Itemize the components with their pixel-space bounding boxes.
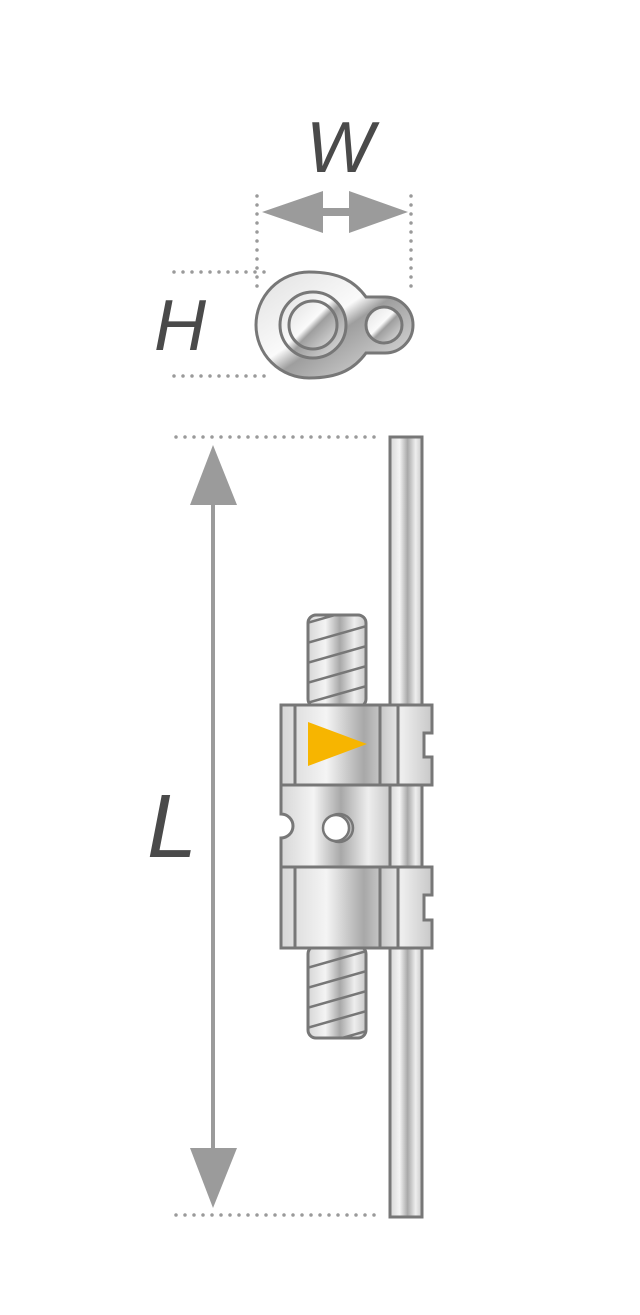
- middle-block: [279, 783, 392, 869]
- height-label: H: [154, 286, 207, 366]
- threaded-screw-top: [306, 613, 368, 709]
- direction-marker-triangle: [308, 722, 367, 766]
- width-label: W: [306, 108, 380, 188]
- lower-clamp-block: [279, 865, 434, 950]
- length-arrow: [190, 445, 237, 1208]
- set-screw-hole: [321, 813, 351, 843]
- length-label: L: [147, 777, 197, 877]
- width-arrow: [262, 191, 408, 233]
- upper-clamp-block: [279, 703, 434, 787]
- threaded-screw-bottom: [306, 944, 368, 1040]
- rod: [388, 435, 424, 1219]
- part-top-view: [254, 270, 415, 380]
